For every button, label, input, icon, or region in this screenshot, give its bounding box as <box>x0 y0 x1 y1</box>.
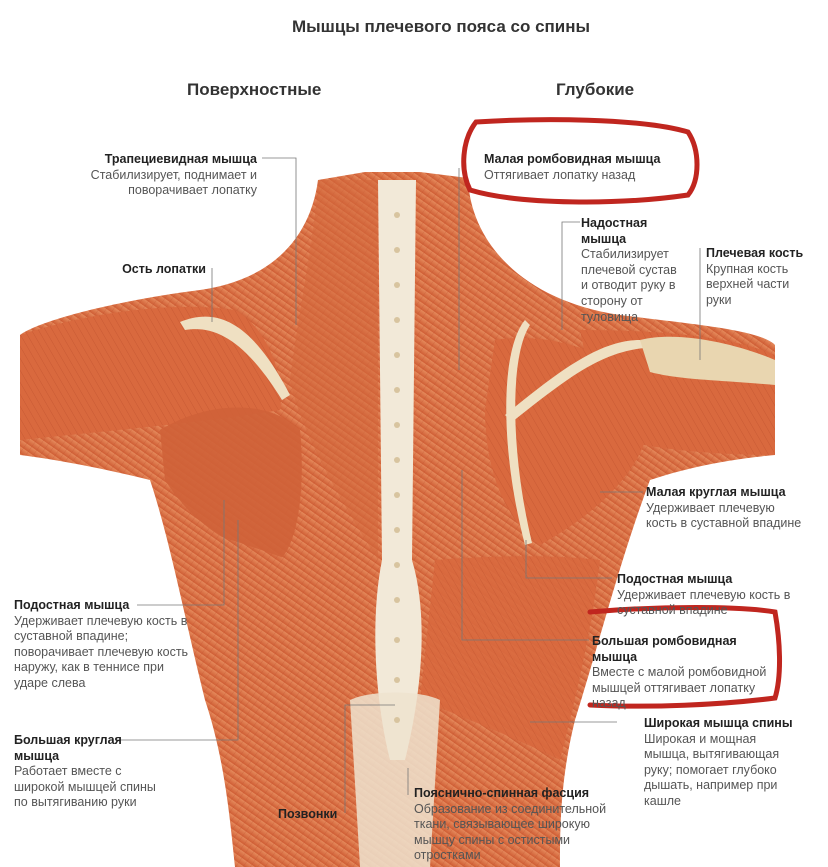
label-teres-minor-name: Малая круглая мышца <box>646 485 786 499</box>
label-scapular-spine-name: Ость лопатки <box>122 262 206 276</box>
label-latissimus-name: Широкая мышца спины <box>644 716 793 730</box>
humerus-head <box>640 336 775 385</box>
label-infraspinatus-superficial-name: Подостная мышца <box>14 598 130 612</box>
left-deltoid <box>20 306 281 440</box>
spinal-fascia <box>375 180 422 760</box>
left-latissimus <box>170 520 390 800</box>
right-scapular-spine <box>505 340 645 422</box>
diagram-title: Мышцы плечевого пояса со спины <box>292 17 591 36</box>
label-rhomboid-minor-name: Малая ромбовидная мышца <box>484 152 661 166</box>
label-teres-major-desc: Работает вместе с широкой мышцей спины п… <box>14 764 156 810</box>
label-supraspinatus: Надостная мышца Стабилизирует плечевой с… <box>581 216 686 325</box>
label-trapezius-desc: Стабилизирует, поднимает и поворачивает … <box>90 167 257 198</box>
label-rhomboid-minor: Малая ромбовидная мышца Оттягивает лопат… <box>484 152 684 183</box>
highlight-rhomboid-major <box>587 605 782 709</box>
label-infraspinatus-deep-desc: Удерживает плечевую кость в суставной вп… <box>617 587 791 618</box>
label-infraspinatus-deep-name: Подостная мышца <box>617 572 733 586</box>
leader-lines <box>117 157 701 813</box>
label-supraspinatus-name: Надостная мышца <box>581 216 648 246</box>
label-rhomboid-major-name: Большая ромбовидная мышца <box>592 634 737 664</box>
label-rhomboid-minor-desc: Оттягивает лопатку назад <box>484 167 636 182</box>
column-heading-deep: Глубокие <box>556 80 635 99</box>
right-scapular-muscles <box>485 338 651 545</box>
label-scapular-spine: Ость лопатки <box>86 262 206 278</box>
label-thoracolumbar-fascia: Пояснично-спинная фасция Образование из … <box>414 786 619 864</box>
column-heading-superficial: Поверхностные <box>187 80 322 99</box>
label-latissimus-desc: Широкая и мощная мышца, вытягивающая рук… <box>644 731 780 808</box>
left-scapular-spine <box>180 316 290 400</box>
highlight-rhomboid-minor <box>461 117 700 205</box>
label-latissimus: Широкая мышца спины Широкая и мощная мыш… <box>644 716 794 810</box>
label-infraspinatus-deep: Подостная мышца Удерживает плечевую кост… <box>617 572 792 619</box>
label-thoracolumbar-fascia-desc: Образование из соединительной ткани, свя… <box>414 801 607 863</box>
label-teres-major: Большая круглая мышца Работает вместе с … <box>14 733 164 811</box>
right-latissimus <box>420 556 600 760</box>
label-infraspinatus-superficial: Подостная мышца Удерживает плечевую кост… <box>14 598 194 692</box>
label-teres-minor: Малая круглая мышца Удерживает плечевую … <box>646 485 806 532</box>
label-vertebrae: Позвонки <box>278 807 358 823</box>
label-thoracolumbar-fascia-name: Пояснично-спинная фасция <box>414 786 590 800</box>
label-supraspinatus-desc: Стабилизирует плечевой сустав и отводит … <box>581 247 677 324</box>
label-trapezius-name: Трапециевидная мышца <box>104 152 257 166</box>
label-infraspinatus-superficial-desc: Удерживает плечевую кость в суставной вп… <box>14 613 189 690</box>
right-scapula-edge <box>506 320 532 545</box>
label-humerus-name: Плечевая кость <box>706 246 804 260</box>
lumbar-fascia <box>350 692 440 867</box>
trapezius-upper <box>290 180 378 560</box>
label-humerus-desc: Крупная кость верхней части руки <box>706 261 790 307</box>
left-scapular-muscles <box>160 407 302 560</box>
label-rhomboid-major: Большая ромбовидная мышца Вместе с малой… <box>592 634 772 712</box>
label-rhomboid-major-desc: Вместе с малой ромбовидной мышцей оттяги… <box>592 665 767 711</box>
label-vertebrae-name: Позвонки <box>278 807 338 821</box>
vertebrae-marks <box>394 212 400 723</box>
label-teres-minor-desc: Удерживает плечевую кость в суставной вп… <box>646 500 802 531</box>
label-teres-major-name: Большая круглая мышца <box>14 733 122 763</box>
label-humerus: Плечевая кость Крупная кость верхней час… <box>706 246 811 308</box>
label-trapezius: Трапециевидная мышца Стабилизирует, подн… <box>62 152 257 199</box>
